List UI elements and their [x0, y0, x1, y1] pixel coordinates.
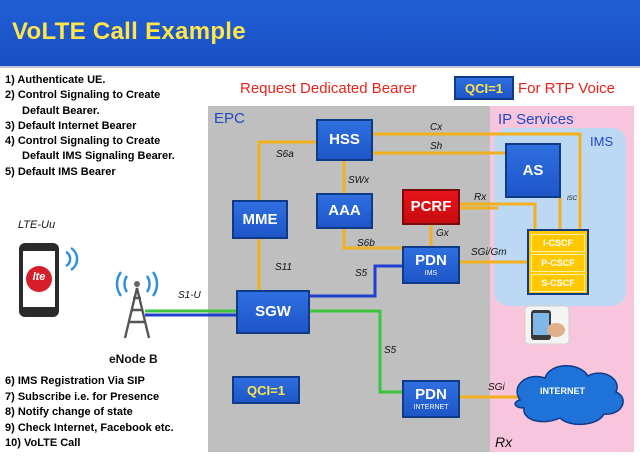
qci-badge-epc: QCI=1 — [232, 376, 300, 404]
rx-interface-label: Rx — [474, 192, 487, 203]
step-item: Default IMS Signaling Bearer. — [22, 150, 175, 163]
s6b-interface-label: S6b — [357, 238, 375, 249]
step-item: 8) Notify change of state — [5, 406, 133, 419]
line-mme-hss — [257, 140, 316, 200]
title-bar: VoLTE Call Example — [0, 0, 640, 66]
sgi-interface-label: SGi — [488, 382, 505, 393]
lte-uu-label: LTE-Uu — [18, 219, 56, 231]
ip-services-label: IP Services — [498, 111, 574, 128]
pdn-internet-label: PDN — [415, 385, 447, 403]
line-hss-as-cx — [372, 132, 582, 229]
isc-interface-label: ISC — [567, 196, 578, 202]
as-node: AS — [505, 143, 561, 198]
scscf-item: S-CSCF — [531, 274, 585, 292]
step-item: 7) Subscribe i.e. for Presence — [5, 390, 160, 403]
s5-top-interface-label: S5 — [355, 268, 368, 279]
pdn-ims-label: PDN — [415, 251, 447, 269]
internet-cloud — [514, 365, 624, 426]
step-item: 5) Default IMS Bearer — [5, 165, 116, 178]
lte-phone-icon — [19, 243, 79, 317]
step-item: 9) Check Internet, Facebook etc. — [5, 421, 174, 434]
sh-interface-label: Sh — [430, 141, 443, 152]
qci-badge-header: QCI=1 — [454, 76, 514, 100]
sgw-label: SGW — [255, 303, 291, 320]
sgi-gm-interface-label: SGi/Gm — [471, 247, 507, 258]
steps-bottom-list: 6) IMS Registration Via SIP 7) Subscribe… — [5, 374, 174, 452]
pdn-ims-sublabel: IMS — [424, 269, 438, 277]
hss-label: HSS — [329, 131, 360, 148]
page-title: VoLTE Call Example — [12, 18, 246, 45]
orange-signal-lines — [257, 132, 582, 399]
line-pcrf-cscf — [459, 202, 537, 229]
pcrf-label: PCRF — [410, 198, 452, 215]
request-dedicated-bearer-text: Request Dedicated Bearer — [240, 80, 417, 97]
step-item: 4) Control Signaling to Create — [5, 135, 161, 148]
sgw-node: SGW — [236, 290, 310, 334]
as-label: AS — [522, 161, 544, 179]
enodeb-tower — [115, 271, 159, 339]
line-aaa-pdn — [342, 228, 402, 250]
ims-label: IMS — [590, 134, 614, 149]
title-underline — [0, 66, 640, 68]
rx-bottom-label: Rx — [495, 434, 513, 450]
blue-data-line — [145, 264, 402, 317]
handset-icon — [524, 305, 570, 345]
green-data-line — [145, 309, 402, 394]
step-item: Default Bearer. — [22, 104, 100, 117]
aaa-label: AAA — [328, 202, 361, 219]
rtp-voice-text: For RTP Voice — [518, 80, 615, 97]
step-item: 6) IMS Registration Via SIP — [5, 375, 145, 387]
aaa-node: AAA — [316, 193, 373, 229]
pcscf-item: P-CSCF — [531, 254, 585, 272]
step-item: 10) VoLTE Call — [5, 437, 81, 450]
step-item: 3) Default Internet Bearer — [5, 119, 137, 132]
icscf-item: I-CSCF — [531, 234, 585, 252]
internet-label: INTERNET — [540, 386, 585, 396]
steps-top-list: 1) Authenticate UE. 2) Control Signaling… — [5, 73, 175, 180]
phone-logo-text: lte — [32, 271, 46, 283]
s5-bottom-interface-label: S5 — [384, 345, 397, 356]
pdn-ims-node: PDN IMS — [402, 246, 460, 284]
cscf-stack: I-CSCF P-CSCF S-CSCF — [527, 229, 589, 295]
cx-interface-label: Cx — [430, 122, 443, 133]
enodeb-label: eNode B — [109, 352, 158, 366]
pdn-internet-node: PDN INTERNET — [402, 380, 460, 418]
s11-interface-label: S11 — [275, 262, 293, 273]
step-item: 2) Control Signaling to Create — [5, 89, 161, 102]
epc-label: EPC — [214, 110, 245, 127]
swx-interface-label: SWx — [348, 175, 370, 186]
s1u-interface-label: S1-U — [178, 290, 201, 301]
s6a-interface-label: S6a — [276, 149, 294, 160]
pcrf-node: PCRF — [402, 189, 460, 225]
mme-label: MME — [242, 210, 278, 228]
step-item: 1) Authenticate UE. — [5, 74, 106, 86]
mme-node: MME — [232, 200, 288, 239]
gx-interface-label: Gx — [436, 228, 449, 239]
pdn-internet-sublabel: INTERNET — [413, 403, 449, 411]
hss-node: HSS — [316, 119, 373, 161]
